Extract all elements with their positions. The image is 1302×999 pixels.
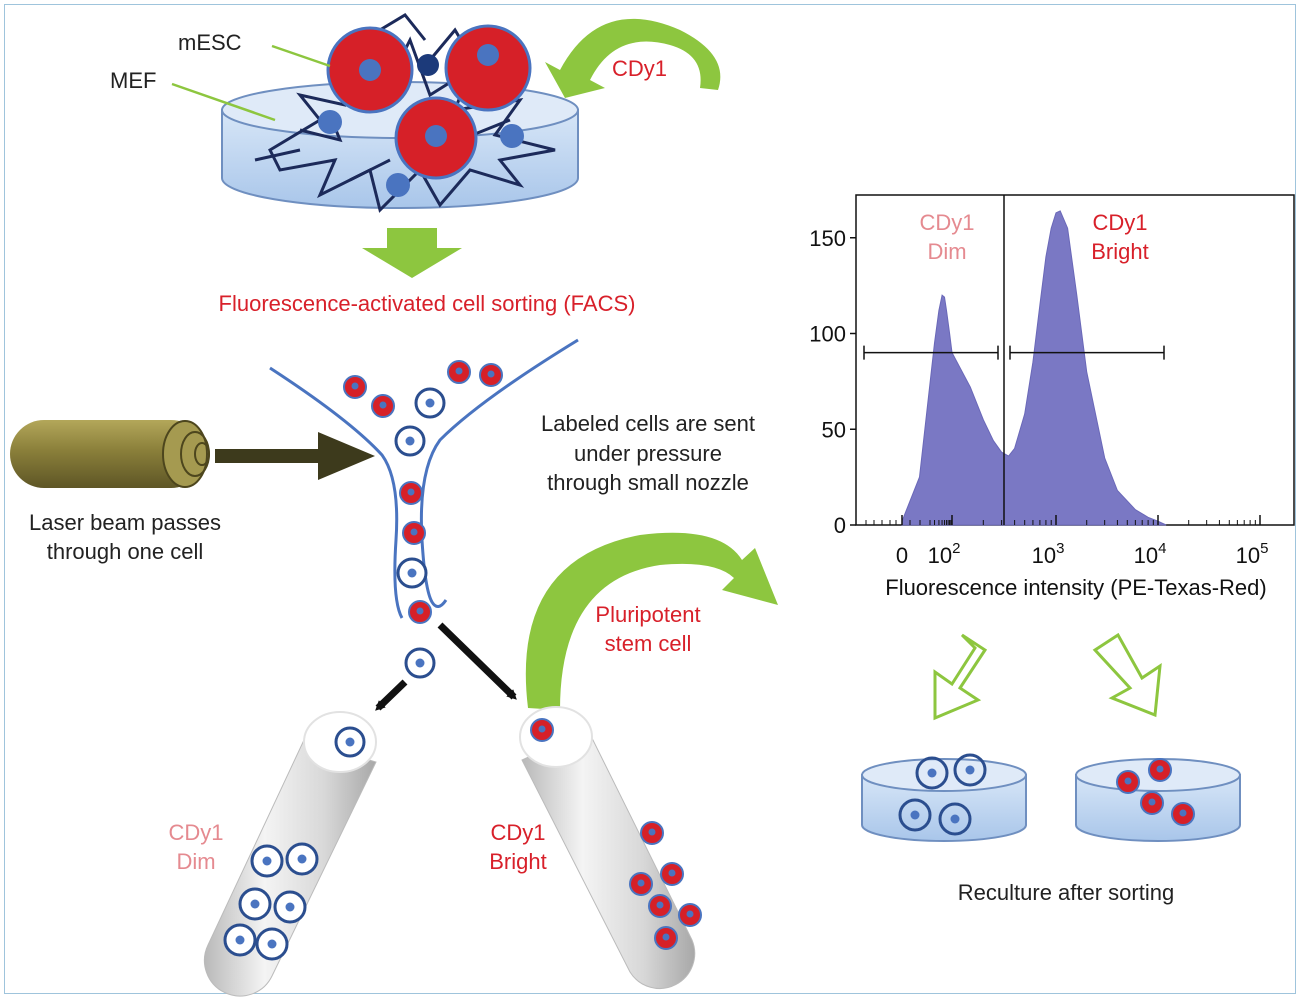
- bright-cell: [1116, 770, 1140, 794]
- facs-title: Fluorescence-activated cell sorting (FAC…: [219, 291, 636, 316]
- histogram-x-axis-label: Fluorescence intensity (PE-Texas-Red): [885, 575, 1266, 600]
- mesc-cell: [444, 24, 532, 112]
- bright-cell: [648, 894, 672, 918]
- x-tick-label: 0: [896, 543, 908, 568]
- nozzle-label-line2: under pressure: [574, 441, 722, 466]
- bright-cell: [343, 375, 367, 399]
- dim-cell: [404, 647, 436, 679]
- gate-label: CDy1: [919, 210, 974, 235]
- bright-cell: [399, 481, 423, 505]
- reculture-dish-dim: [861, 753, 1027, 842]
- reculture-dim-arrow: [933, 633, 988, 721]
- dim-cell: [898, 798, 932, 832]
- mef-nucleus: [417, 54, 439, 76]
- x-tick-label: 104: [1134, 540, 1167, 568]
- pluripotent-arrow: [525, 532, 778, 710]
- bright-cell: [1148, 758, 1172, 782]
- laser-beam-arrow: [215, 432, 375, 480]
- y-tick-label: 50: [822, 417, 846, 442]
- x-tick-label: 103: [1032, 540, 1065, 568]
- mesc-cell: [326, 26, 414, 114]
- dim-cell: [238, 887, 272, 921]
- y-tick-label: 0: [834, 513, 846, 538]
- bright-cell: [402, 521, 426, 545]
- gate-bar: [1009, 345, 1165, 360]
- mef-nucleus: [500, 124, 524, 148]
- bright-cell: [447, 360, 471, 384]
- down-block-arrow: [362, 228, 462, 278]
- bright-cell: [654, 926, 678, 950]
- bright-cell: [678, 903, 702, 927]
- laser-device: [10, 420, 210, 488]
- mef-cell-outline-2: [254, 13, 511, 182]
- reculture-label: Reculture after sorting: [958, 880, 1174, 905]
- bright-cell: [629, 872, 653, 896]
- mef-nucleus: [318, 110, 342, 134]
- gate-label: CDy1: [1092, 210, 1147, 235]
- bright-cell: [1171, 802, 1195, 826]
- dim-cell: [223, 923, 257, 957]
- facs-nozzle: [269, 338, 579, 679]
- bright-cell: [479, 363, 503, 387]
- deflect-bright-arrow: [437, 622, 517, 700]
- dim-cell: [334, 726, 366, 758]
- laser-label-line1: Laser beam passes: [29, 510, 221, 535]
- tube-dim-label-line2: Dim: [176, 849, 215, 874]
- tube-bright: [519, 706, 702, 989]
- nozzle-label-line3: through small nozzle: [547, 470, 749, 495]
- y-tick-label: 150: [809, 226, 846, 251]
- gate-label: Dim: [927, 239, 966, 264]
- mef-label: MEF: [110, 68, 156, 93]
- mesc-label: mESC: [178, 30, 242, 55]
- culture-dish-group: mESC MEF: [110, 13, 579, 213]
- x-tick-label: 102: [928, 540, 961, 568]
- reculture-dish-bright: [1075, 758, 1241, 842]
- mesc-cell: [394, 96, 478, 180]
- tube-dim: [203, 711, 377, 997]
- x-tick-label: 105: [1236, 540, 1269, 568]
- bright-cell: [371, 394, 395, 418]
- mef-pointer: [171, 82, 276, 122]
- dim-cell: [915, 756, 949, 790]
- tube-dim-label-line1: CDy1: [168, 820, 223, 845]
- pluripotent-label-line1: Pluripotent: [595, 602, 700, 627]
- dim-cell: [255, 927, 289, 961]
- pluripotent-label-line2: stem cell: [605, 631, 692, 656]
- bright-cell: [1140, 791, 1164, 815]
- reculture-bright-arrow: [1092, 632, 1162, 718]
- histogram-series-area: [901, 210, 1167, 526]
- dim-cell: [938, 802, 972, 836]
- bright-cell: [530, 718, 554, 742]
- nozzle-label-line1: Labeled cells are sent: [541, 411, 755, 436]
- dim-cell: [250, 844, 284, 878]
- laser-label-line2: through one cell: [47, 539, 204, 564]
- bright-cell: [408, 600, 432, 624]
- y-tick-label: 100: [809, 322, 846, 347]
- figure-frame: [4, 4, 1296, 994]
- dim-cell: [285, 842, 319, 876]
- tube-bright-label-line2: Bright: [489, 849, 546, 874]
- cdy1-dye-arrow: CDy1: [545, 18, 721, 99]
- bright-cell: [640, 821, 664, 845]
- dim-cell: [396, 557, 428, 589]
- mef-nucleus: [386, 173, 410, 197]
- bright-cell: [660, 862, 684, 886]
- gate-label: Bright: [1091, 239, 1148, 264]
- dim-cell: [273, 890, 307, 924]
- gate-bar: [863, 345, 999, 360]
- cdy1-dye-label: CDy1: [612, 56, 667, 81]
- dim-cell: [953, 753, 987, 787]
- tube-bright-label-line1: CDy1: [490, 820, 545, 845]
- dim-cell: [414, 387, 446, 419]
- dim-cell: [394, 425, 426, 457]
- deflect-dim-arrow: [375, 679, 408, 711]
- mesc-pointer: [271, 44, 331, 68]
